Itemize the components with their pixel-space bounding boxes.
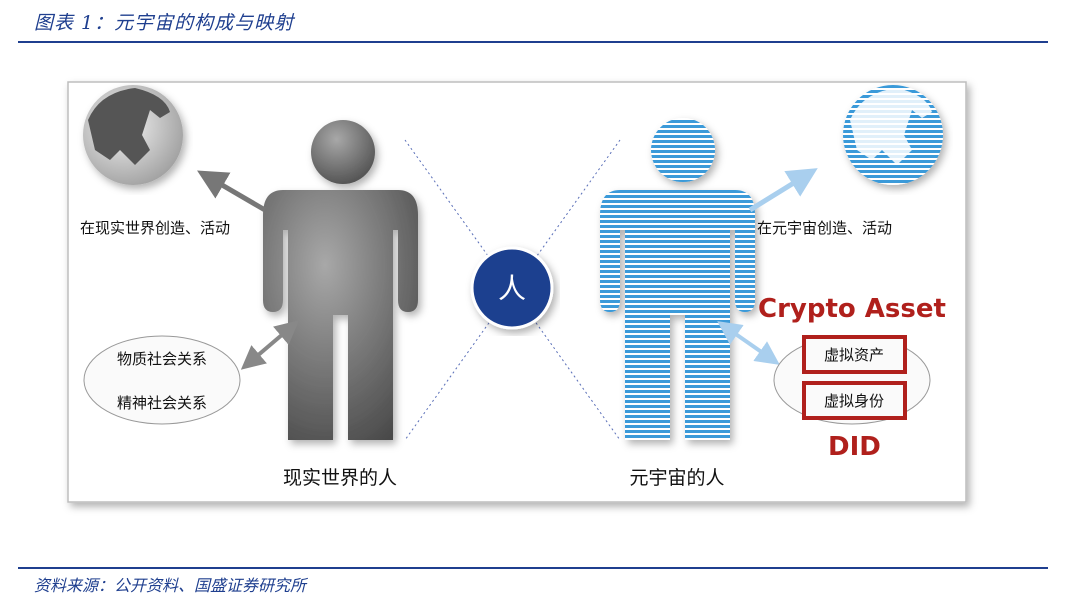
- arrow-icon: [197, 170, 267, 213]
- relation-item: 物质社会关系: [117, 350, 207, 368]
- real-world-globe-icon: [83, 85, 183, 185]
- metaverse-activity-label: 在元宇宙创造、活动: [757, 219, 892, 237]
- metaverse-person-label: 元宇宙的人: [629, 467, 724, 489]
- metaverse-globe-icon: [843, 85, 943, 185]
- arrow-icon: [748, 168, 818, 213]
- figure-caption: 图表 1：元宇宙的构成与映射: [34, 12, 295, 34]
- person-center-badge: 人: [470, 246, 554, 330]
- double-arrow-icon: [717, 321, 780, 365]
- real-world-person-icon: [263, 120, 418, 440]
- double-arrow-icon: [240, 320, 300, 370]
- top-divider: [18, 41, 1048, 43]
- relation-item: 精神社会关系: [117, 394, 207, 412]
- bottom-divider: [18, 567, 1048, 569]
- mapping-lines: [404, 139, 621, 441]
- metaverse-person-icon: [600, 118, 755, 440]
- center-label: 人: [498, 272, 526, 305]
- source-note: 资料来源：公开资料、国盛证券研究所: [34, 576, 307, 595]
- asset-item: 虚拟资产: [824, 346, 884, 364]
- virtual-identity-box: [802, 381, 907, 420]
- real-person-label: 现实世界的人: [283, 467, 397, 489]
- crypto-asset-annotation: Crypto Asset: [758, 294, 946, 324]
- did-annotation: DID: [828, 432, 881, 462]
- virtual-asset-box: [802, 335, 907, 374]
- asset-item: 虚拟身份: [824, 392, 884, 410]
- real-activity-label: 在现实世界创造、活动: [80, 219, 230, 237]
- relations-ellipse: [83, 335, 241, 425]
